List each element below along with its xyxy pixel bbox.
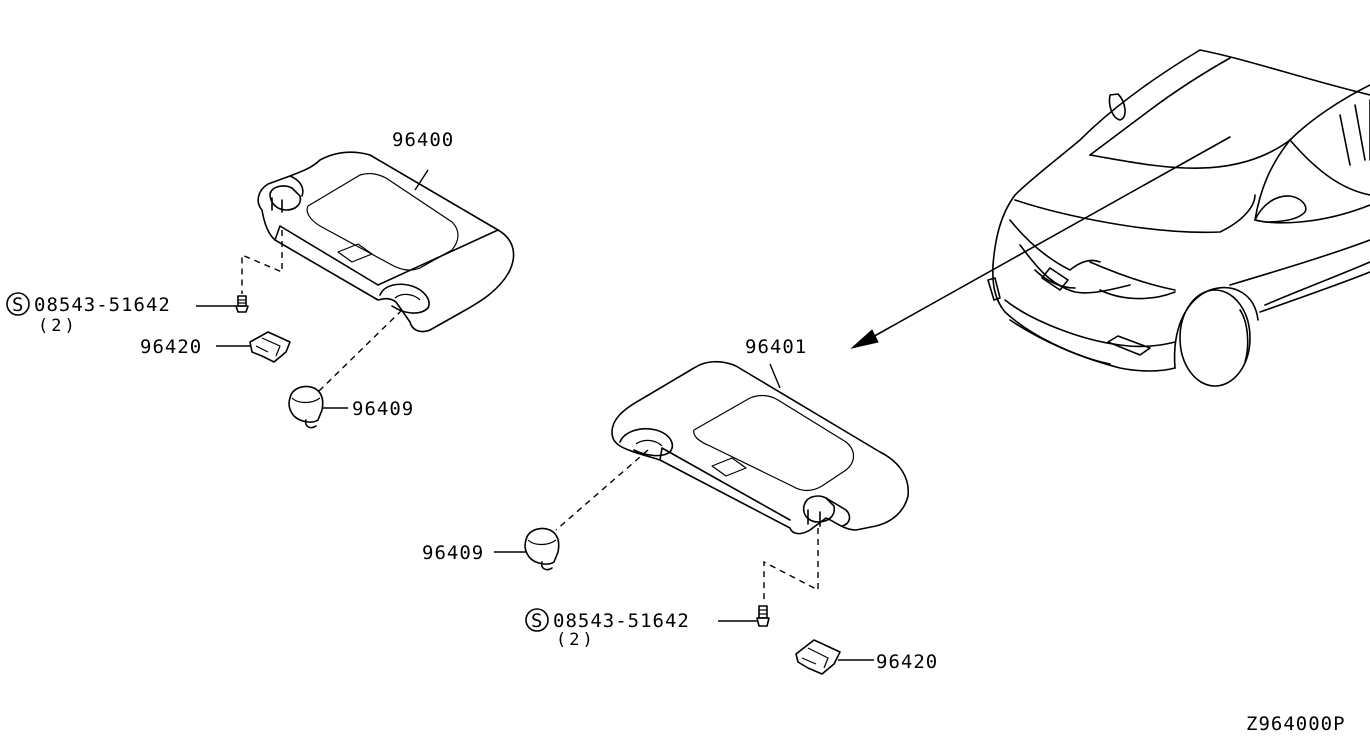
screw-symbol-right: S [531, 610, 543, 632]
visor-clip-icon [288, 385, 324, 429]
visor-clip-icon [524, 527, 560, 571]
service-symbol-icon [525, 608, 549, 632]
clip-right: 96409 [422, 527, 560, 571]
holder-left: 96420 [140, 331, 291, 363]
sun-visor-right: 96401 [611, 336, 909, 535]
sun-visor-left: 96400 [257, 129, 515, 333]
screw-right: S 08543-51642 (2) [525, 605, 770, 650]
qty-label-right: (2) [556, 630, 596, 650]
clip-left: 96409 [288, 385, 414, 429]
vehicle-front-quarter-icon [850, 49, 1370, 387]
diagram-code: Z964000P [1246, 713, 1346, 735]
part-label-96420-right: 96420 [876, 651, 938, 673]
sun-visor-icon [611, 360, 909, 535]
part-label-96409-left: 96409 [352, 398, 414, 420]
screw-icon [235, 295, 249, 313]
part-label-96420-left: 96420 [140, 336, 202, 358]
holder-right: 96420 [795, 639, 938, 675]
service-symbol-icon [6, 292, 30, 316]
part-label-08543-51642-right: 08543-51642 [553, 610, 690, 632]
sun-visor-icon [257, 151, 515, 333]
qty-label-left: (2) [38, 316, 78, 336]
part-label-08543-51642-left: 08543-51642 [34, 294, 171, 316]
part-label-96409-right: 96409 [422, 542, 484, 564]
part-label-96400: 96400 [392, 129, 454, 151]
visor-holder-icon [795, 639, 841, 675]
visor-holder-icon [249, 331, 291, 363]
screw-symbol-left: S [12, 294, 24, 316]
screw-left: S 08543-51642 (2) [6, 292, 249, 336]
part-label-96401: 96401 [745, 336, 807, 358]
screw-icon [756, 605, 770, 627]
